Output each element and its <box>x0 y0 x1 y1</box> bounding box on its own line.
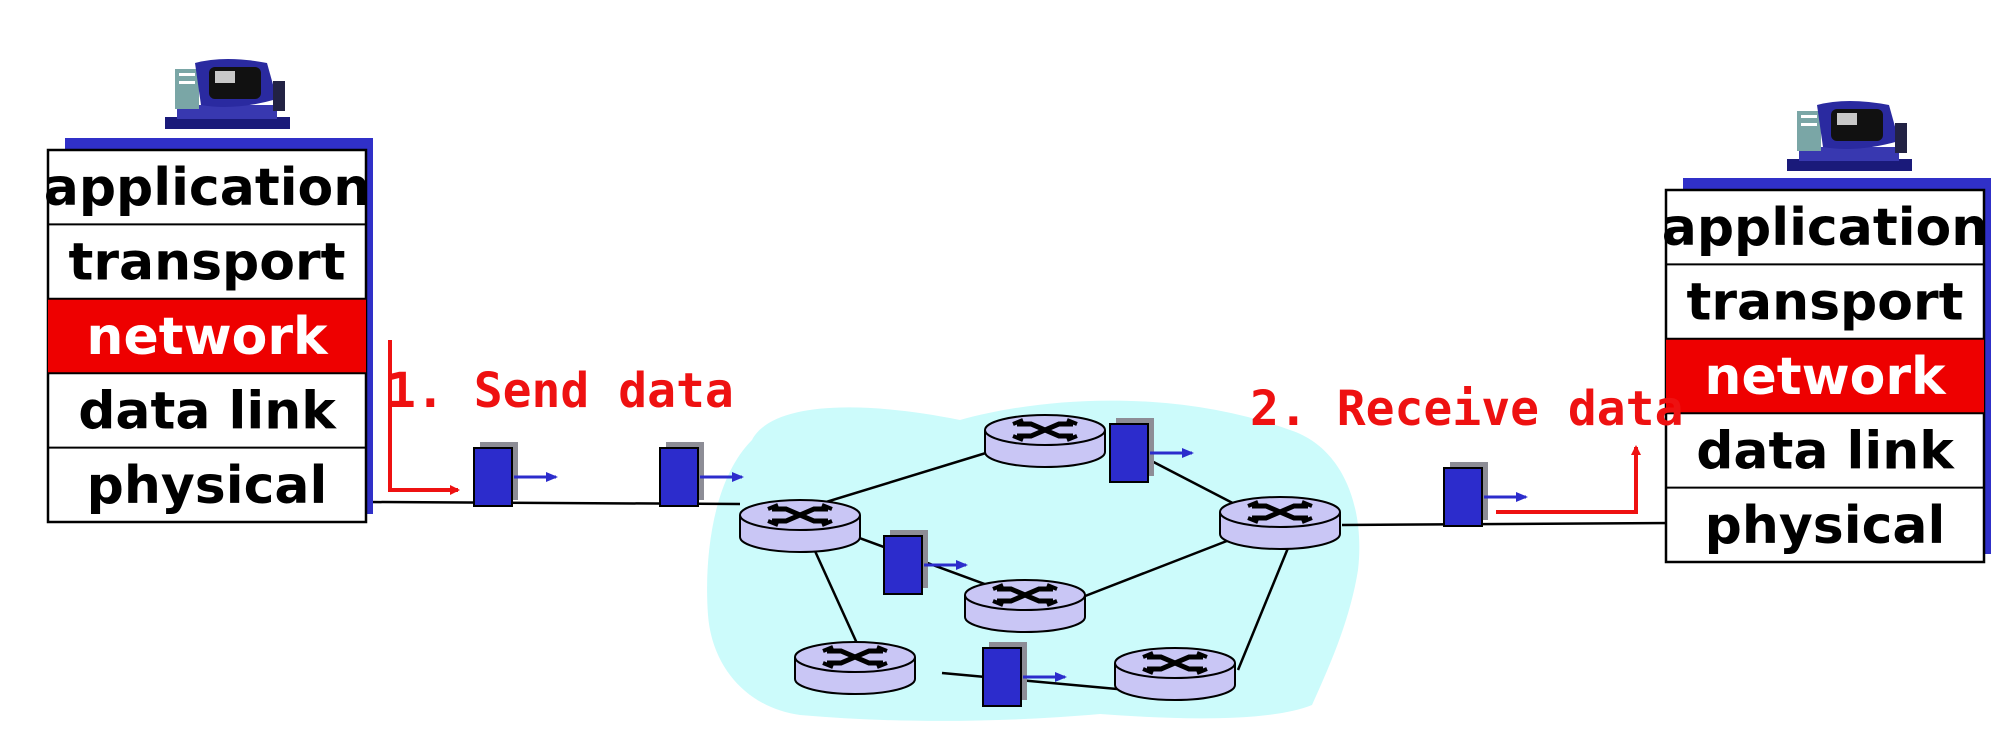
datagram-icon <box>1444 462 1526 526</box>
layer-label-network: network <box>86 307 329 367</box>
computer-icon <box>1787 101 1912 171</box>
layer-highlight <box>48 298 366 374</box>
receive-arrow <box>1496 445 1641 514</box>
layer-label-application: application <box>1662 198 1989 258</box>
router-icon <box>965 580 1085 632</box>
layer-label-transport: transport <box>1686 273 1963 333</box>
layer-label-physical: physical <box>1705 496 1946 556</box>
router-icon <box>795 642 915 694</box>
computer-icon <box>165 59 290 129</box>
layer-label-data-link: data link <box>78 381 337 441</box>
router-icon <box>985 415 1105 467</box>
receive-label: 2. Receive data <box>1250 381 1683 437</box>
send-label: 1. Send data <box>387 363 734 419</box>
layer-highlight <box>1666 338 1984 414</box>
layer-label-network: network <box>1704 347 1947 407</box>
router-icon <box>740 500 860 552</box>
router-icon <box>1115 648 1235 700</box>
left-host: application transport network data link phys… <box>44 59 373 524</box>
send-arrow <box>388 340 460 495</box>
right-host: application transport network data link phys… <box>1662 101 1991 564</box>
layer-label-application: application <box>44 158 371 218</box>
datagram-icon <box>474 442 556 506</box>
layer-label-data-link: data link <box>1696 421 1955 481</box>
layer-label-physical: physical <box>87 456 328 516</box>
layer-label-transport: transport <box>68 233 345 293</box>
router-icon <box>1220 497 1340 549</box>
network-cloud <box>707 400 1360 721</box>
